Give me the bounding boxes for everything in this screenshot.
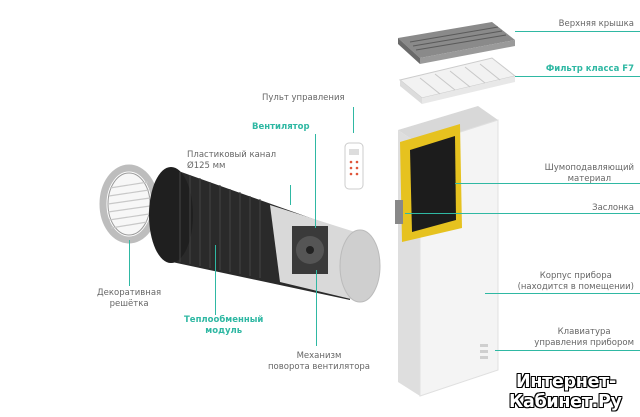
label-exchanger-line2: модуль	[205, 326, 243, 336]
label-mechanism: Механизм поворота вентилятора	[268, 351, 370, 373]
callout-line-damper	[405, 213, 640, 214]
label-filter: Фильтр класса F7	[545, 64, 634, 74]
label-keyboard-line1: Клавиатура	[557, 327, 611, 337]
remote-control	[344, 142, 364, 190]
label-mechanism-line1: Механизм	[296, 351, 342, 361]
decorative-grille	[99, 164, 159, 244]
label-mechanism-line2: поворота вентилятора	[268, 362, 370, 372]
callout-line-remote	[353, 107, 354, 133]
filter-f7	[398, 57, 517, 104]
callout-line-grille	[129, 240, 130, 286]
callout-line-body	[485, 293, 640, 294]
callout-line-filter	[515, 76, 640, 77]
label-noise-line1: Шумоподавляющий	[544, 163, 634, 173]
label-noise-line2: материал	[567, 174, 612, 184]
label-exchanger-line1: Теплообменный	[184, 315, 264, 325]
callout-line-keyboard	[495, 350, 640, 351]
callout-line-fan	[315, 134, 316, 228]
label-body-line2: (находится в помещении)	[517, 282, 634, 292]
label-remote: Пульт управления	[262, 93, 345, 103]
watermark-line2: Кабинет.Ру	[509, 392, 622, 412]
callout-line-top-cover	[515, 31, 640, 32]
label-keyboard: Клавиатура управления прибором	[534, 327, 634, 349]
label-duct-line1: Пластиковый канал	[187, 150, 277, 160]
top-cover	[398, 22, 515, 64]
label-grille: Декоративная решётка	[97, 288, 161, 310]
label-duct-line2: Ø125 мм	[187, 161, 226, 171]
label-duct: Пластиковый канал Ø125 мм	[187, 150, 276, 172]
callout-line-duct	[290, 185, 291, 205]
label-keyboard-line2: управления прибором	[534, 338, 634, 348]
label-body-line1: Корпус прибора	[539, 271, 612, 281]
callout-line-mechanism	[316, 270, 317, 346]
callout-line-exchanger	[215, 245, 216, 315]
label-grille-line1: Декоративная	[97, 288, 162, 298]
label-fan: Вентилятор	[252, 122, 310, 132]
device-body	[395, 106, 499, 397]
label-top-cover: Верхняя крышка	[558, 19, 634, 29]
label-exchanger: Теплообменный модуль	[184, 315, 263, 337]
watermark-line1: Интернет-	[516, 372, 616, 392]
label-body: Корпус прибора (находится в помещении)	[518, 271, 634, 293]
callout-line-noise	[455, 183, 640, 184]
label-grille-line2: решётка	[109, 299, 149, 309]
watermark-box	[506, 370, 640, 417]
label-damper: Заслонка	[592, 203, 634, 213]
label-noise: Шумоподавляющий материал	[545, 163, 634, 185]
